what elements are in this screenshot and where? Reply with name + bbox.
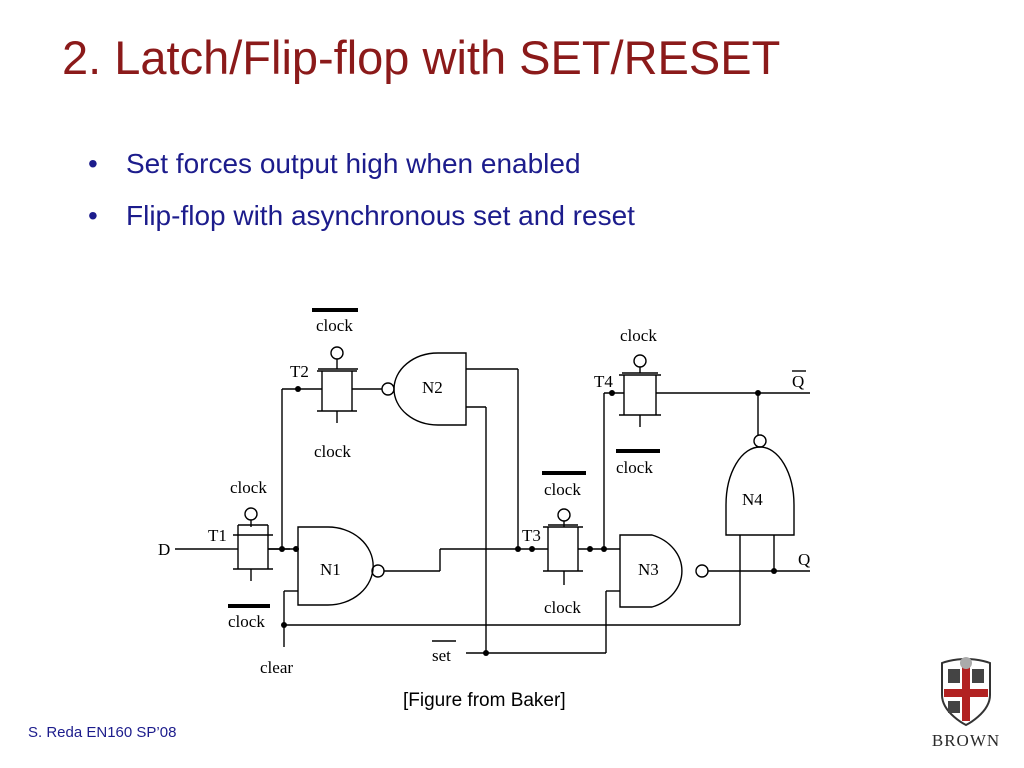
logo-wordmark: BROWN <box>931 731 1001 750</box>
figure-caption: [Figure from Baker] <box>403 690 566 711</box>
bullet-symbol: • <box>88 148 98 179</box>
brown-university-logo: BROWN <box>918 655 1014 755</box>
output-qbar-label: Q <box>792 372 804 391</box>
nand-gate-n3 <box>619 534 683 608</box>
bullet-item: • Flip-flop with asynchronous set and res… <box>88 194 635 246</box>
input-clear-label: clear <box>260 658 293 677</box>
input-set-label: set <box>432 646 451 665</box>
t4-top-clock-label: clock <box>620 326 657 345</box>
gate-t3-label: T3 <box>522 526 541 545</box>
nand-n4-label: N4 <box>742 490 763 509</box>
transmission-gate-t1 <box>175 507 290 608</box>
bullet-text: Set forces output high when enabled <box>126 148 581 179</box>
t4-bottom-clock-label: clock <box>616 458 653 477</box>
t2-top-clock-label: clock <box>316 316 353 335</box>
nand-n1-label: N1 <box>320 560 341 579</box>
bullet-list: • Set forces output high when enabled • Fl… <box>88 142 635 246</box>
flip-flop-circuit-diagram: D T1 clock clock T2 clock clock T3 clock… <box>158 308 810 677</box>
footer-text: S. Reda EN160 SP’08 <box>28 724 177 741</box>
gate-t1-label: T1 <box>208 526 227 545</box>
t1-top-clock-label: clock <box>230 478 267 497</box>
transmission-gate-t4 <box>616 354 661 453</box>
output-q-label: Q <box>798 550 810 569</box>
transmission-gate-t2 <box>312 308 358 423</box>
gate-t4-label: T4 <box>594 372 613 391</box>
bullet-symbol: • <box>88 200 98 231</box>
t1-bottom-clock-label: clock <box>228 612 265 631</box>
slide-title: 2. Latch/Flip-flop with SET/RESET <box>62 31 781 84</box>
bullet-text: Flip-flop with asynchronous set and rese… <box>126 200 635 231</box>
t3-bottom-clock-label: clock <box>544 598 581 617</box>
input-d-label: D <box>158 540 170 559</box>
t2-bottom-clock-label: clock <box>314 442 351 461</box>
gate-t2-label: T2 <box>290 362 309 381</box>
brown-shield-icon <box>941 657 991 727</box>
nand-n2-label: N2 <box>422 378 443 397</box>
nand-n3-label: N3 <box>638 560 659 579</box>
bullet-item: • Set forces output high when enabled <box>88 142 635 194</box>
t3-top-clock-label: clock <box>544 480 581 499</box>
